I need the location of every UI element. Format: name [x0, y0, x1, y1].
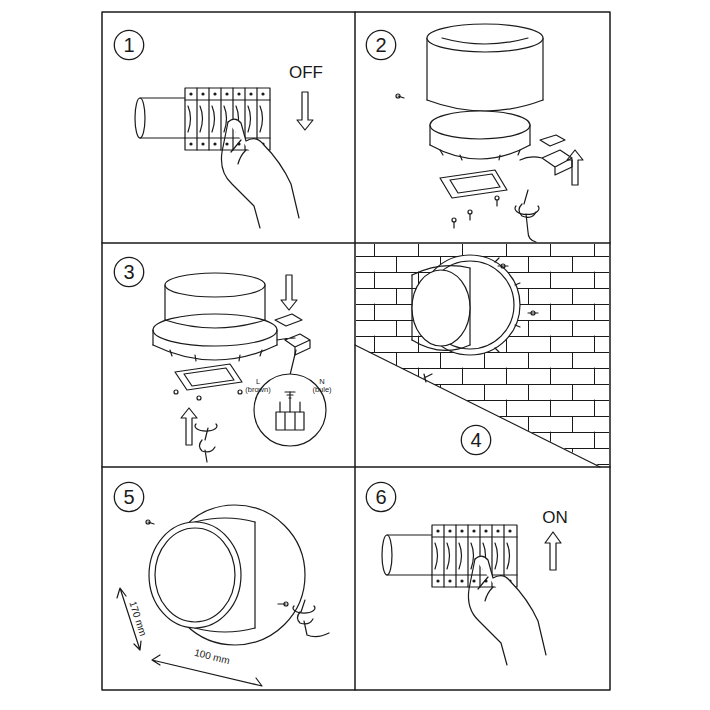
step-number-circle: 6: [365, 481, 397, 513]
step-number: 5: [113, 481, 145, 513]
step-number-circle: 5: [113, 481, 145, 513]
step-number: 4: [460, 424, 492, 456]
step-number: 3: [113, 256, 145, 288]
step-number-circle: 4: [460, 424, 492, 456]
dimension-label: 170 mm: [127, 599, 149, 637]
wire-label: N (bule): [309, 378, 335, 395]
wire-label: L (brown): [245, 378, 271, 395]
step-number-circle: 1: [113, 29, 145, 61]
step-number-circle: 3: [113, 256, 145, 288]
step-number-circle: 2: [365, 29, 397, 61]
step-number: 6: [365, 481, 397, 513]
step-number: 2: [365, 29, 397, 61]
step-number: 1: [113, 29, 145, 61]
dimension-label: 100 mm: [193, 646, 231, 665]
switch-label: ON: [542, 509, 568, 528]
switch-label: OFF: [289, 64, 323, 83]
